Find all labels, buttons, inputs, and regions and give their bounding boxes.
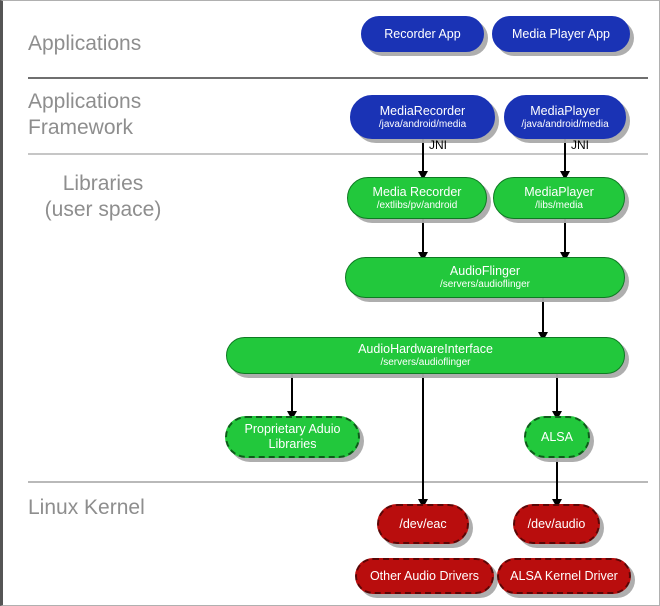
section-label-applications-framework: Applications Framework	[28, 90, 142, 139]
section-label-libraries: Libraries (user space)	[44, 172, 162, 221]
node-media-player-app[interactable]: Media Player App	[492, 16, 630, 52]
node-audiohardwareinterface[interactable]: AudioHardwareInterface /servers/audiofli…	[226, 337, 625, 374]
node-dev-eac-title: /dev/eac	[399, 516, 447, 531]
node-mediaplayer-framework[interactable]: MediaPlayer /java/android/media	[504, 95, 626, 139]
node-media-recorder-library[interactable]: Media Recorder /extlibs/pv/android	[347, 177, 487, 219]
section-label-linux-kernel: Linux Kernel	[28, 496, 145, 519]
node-alsa-title: ALSA	[541, 429, 573, 444]
node-proprietary-audio-libraries-subtitle: Libraries	[268, 437, 317, 451]
edge-alsa-devaudio	[556, 457, 558, 505]
node-other-audio-drivers[interactable]: Other Audio Drivers	[355, 558, 494, 594]
edge-mediarecorderlib-audioflinger	[422, 219, 424, 257]
edge-ahi-alsa	[556, 373, 558, 417]
node-mediaplayer-library[interactable]: MediaPlayer /libs/media	[493, 177, 625, 219]
divider-framework	[28, 153, 648, 155]
edge-ahi-deveac	[422, 373, 424, 506]
node-audioflinger[interactable]: AudioFlinger /servers/audioflinger	[345, 257, 625, 298]
edge-mediaplayer-jni-arrow	[560, 171, 570, 180]
node-mediaplayer-framework-title: MediaPlayer	[530, 103, 600, 118]
node-media-player-app-title: Media Player App	[512, 26, 610, 41]
divider-applications	[28, 77, 648, 79]
node-media-recorder-library-title: Media Recorder	[372, 184, 462, 199]
node-mediaplayer-library-path: /libs/media	[535, 199, 583, 211]
edge-label-jni-left: JNI	[429, 138, 447, 152]
node-alsa[interactable]: ALSA	[524, 416, 590, 458]
node-dev-eac[interactable]: /dev/eac	[377, 504, 469, 544]
node-media-recorder-library-path: /extlibs/pv/android	[376, 199, 458, 211]
node-recorder-app[interactable]: Recorder App	[361, 16, 484, 52]
node-dev-audio[interactable]: /dev/audio	[513, 504, 600, 544]
edge-mediaplayerlib-audioflinger	[564, 219, 566, 257]
node-mediaplayer-framework-path: /java/android/media	[521, 118, 609, 130]
node-mediaplayer-library-title: MediaPlayer	[524, 184, 594, 199]
divider-kernel	[28, 481, 648, 483]
edge-ahi-proprietary	[291, 373, 293, 417]
node-audioflinger-path: /servers/audioflinger	[439, 279, 531, 290]
edge-label-jni-right: JNI	[571, 138, 589, 152]
node-audioflinger-title: AudioFlinger	[449, 264, 521, 278]
node-alsa-kernel-driver[interactable]: ALSA Kernel Driver	[497, 558, 631, 594]
node-mediarecorder-framework[interactable]: MediaRecorder /java/android/media	[350, 95, 495, 139]
node-proprietary-audio-libraries-title: Proprietary Aduio	[244, 422, 341, 436]
section-label-applications: Applications	[28, 32, 142, 55]
edge-mediarecorder-jni-arrow	[418, 171, 428, 180]
node-mediarecorder-framework-path: /java/android/media	[378, 118, 467, 130]
node-audiohardwareinterface-title: AudioHardwareInterface	[358, 342, 493, 356]
node-dev-audio-title: /dev/audio	[527, 516, 586, 531]
node-audiohardwareinterface-path: /servers/audioflinger	[380, 357, 471, 368]
node-other-audio-drivers-title: Other Audio Drivers	[369, 568, 480, 583]
node-mediarecorder-framework-title: MediaRecorder	[379, 103, 466, 118]
edge-mediarecorder-jni	[422, 139, 424, 177]
node-proprietary-audio-libraries[interactable]: Proprietary Aduio Libraries	[225, 416, 360, 458]
node-alsa-kernel-driver-title: ALSA Kernel Driver	[510, 568, 618, 583]
node-recorder-app-title: Recorder App	[384, 26, 461, 41]
edge-audioflinger-audiohardwareinterface	[542, 298, 544, 338]
edge-mediaplayer-jni	[564, 139, 566, 177]
